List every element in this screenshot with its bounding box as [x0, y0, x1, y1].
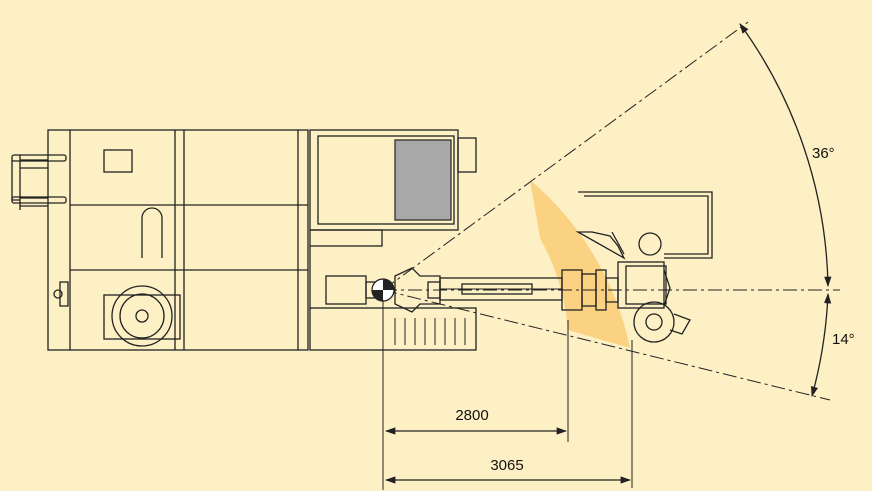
handrail [11, 155, 48, 210]
boom-assembly [325, 267, 619, 313]
fuel-cap [141, 207, 163, 258]
access-hatch [103, 149, 133, 173]
dimension-lines [382, 300, 633, 490]
carrier-body [11, 129, 309, 351]
coverage-sector [530, 180, 630, 348]
angle-36-label: 36° [812, 145, 835, 162]
center-of-gravity-icon [371, 278, 395, 302]
cab-window [394, 139, 452, 221]
dimension-2800-label: 2800 [455, 407, 488, 424]
angle-arcs [739, 23, 832, 398]
hose-reel [103, 285, 181, 347]
dimension-3065-label: 3065 [490, 457, 523, 474]
angle-14-label: 14° [832, 331, 855, 348]
drill-head [575, 191, 713, 343]
crawler-track [309, 307, 477, 351]
operator-cab [309, 129, 477, 310]
